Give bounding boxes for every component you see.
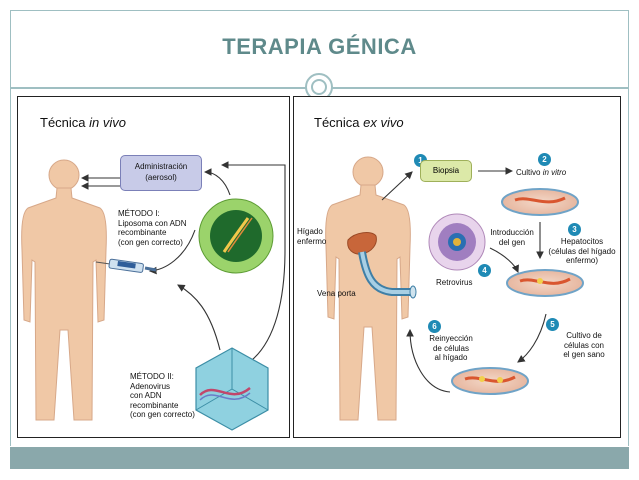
title-frame	[10, 10, 629, 87]
ex-vivo-heading: Técnica ex vivo	[314, 115, 404, 130]
human-body-right-icon	[325, 156, 411, 421]
administration-box: Administración (aerosol)	[120, 155, 202, 191]
step-4-badge: 4	[478, 264, 491, 277]
in-vivo-heading: Técnica in vivo	[40, 115, 126, 130]
footer-bar	[10, 447, 629, 469]
right-arrows	[381, 167, 547, 393]
step-3-badge: 3	[568, 223, 581, 236]
petri-dish-2-icon	[506, 269, 584, 297]
method-1-text: MÉTODO I:Liposoma con ADN recombinante(c…	[118, 209, 187, 247]
retrovirus-icon	[428, 213, 486, 271]
slide-border-left	[10, 88, 11, 446]
step-2-label: Cultivo in vitro	[516, 168, 567, 177]
slide-title: TERAPIA GÉNICA	[222, 34, 417, 59]
step-5-badge: 5	[546, 318, 559, 331]
biopsy-box: Biopsia	[420, 160, 472, 182]
liver-icon	[347, 232, 377, 255]
step-6-badge: 6	[428, 320, 441, 333]
petri-dish-3-icon	[451, 367, 529, 395]
petri-dish-1-icon	[501, 188, 579, 216]
adenovirus-icon	[195, 347, 269, 431]
liposome-icon	[198, 198, 274, 274]
slide-border-right	[628, 88, 629, 446]
portal-vein-label: Vena porta	[317, 289, 356, 298]
human-body-left-icon	[21, 159, 107, 421]
step-2-badge: 2	[538, 153, 551, 166]
administration-label: Administración	[134, 162, 188, 171]
retrovirus-label: Retrovirus	[436, 278, 473, 287]
aerosol-label: (aerosol)	[145, 172, 177, 182]
syringe-icon	[95, 258, 157, 273]
